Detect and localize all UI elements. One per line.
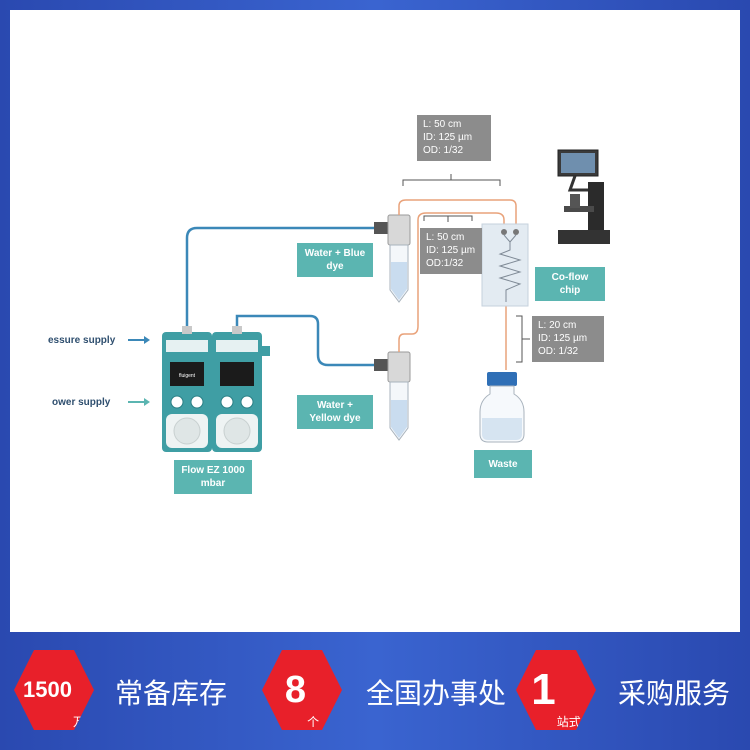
bracket-out — [516, 315, 530, 363]
yellow-dye-reservoir — [374, 351, 411, 441]
power-supply-arrow — [128, 398, 150, 406]
flow-ez-label: Flow EZ 1000 mbar — [174, 460, 252, 494]
stock-unit: 万 — [72, 715, 85, 729]
pressure-supply-label: essure supply — [48, 335, 116, 346]
orange-tube-blue-to-chip — [398, 199, 517, 232]
stock-text: 常备库存 — [115, 677, 228, 710]
microfluidic-setup-diagram: fluigent — [128, 149, 610, 452]
co-flow-chip-label: Co-flow chip — [535, 267, 605, 301]
flow-ez-device-right — [212, 326, 270, 452]
orange-tube-yellow-to-chip — [398, 212, 505, 352]
microscope-icon — [557, 149, 610, 244]
service-text: 采购服务 — [618, 677, 731, 710]
bracket-top — [402, 174, 501, 186]
diagram-canvas: fluigent — [10, 10, 740, 632]
blue-tube-to-blue-dye — [185, 226, 382, 326]
office-number: 8 — [284, 668, 307, 711]
service-hexagon: 1 站式 — [516, 650, 596, 730]
waste-bottle — [479, 372, 525, 443]
service-unit: 站式 — [556, 715, 581, 729]
pressure-supply-arrow — [128, 336, 150, 344]
bracket-mid — [423, 215, 473, 222]
tube-spec-mid: L: 50 cm ID: 125 µm OD:1/32 — [420, 228, 482, 274]
service-number: 1 — [531, 665, 556, 714]
stock-number: 1500 — [23, 677, 72, 702]
office-hexagon: 8 个 — [262, 650, 342, 730]
waste-label: Waste — [474, 450, 532, 478]
stock-hexagon: 1500 万 — [14, 650, 94, 730]
blue-dye-reservoir — [374, 214, 411, 303]
co-flow-chip — [481, 223, 529, 307]
office-unit: 个 — [307, 715, 320, 729]
water-yellow-dye-label: Water + Yellow dye — [297, 395, 373, 429]
water-blue-dye-label: Water + Blue dye — [297, 243, 373, 277]
device-brand-label: fluigent — [179, 373, 196, 379]
blue-tube-to-yellow-dye — [235, 314, 382, 367]
office-text: 全国办事处 — [366, 677, 507, 710]
promo-banner: 1500 万 常备库存 8 个 全国办事处 1 站式 采购服务 — [0, 632, 750, 750]
power-supply-label: ower supply — [52, 397, 111, 408]
tube-spec-top: L: 50 cm ID: 125 µm OD: 1/32 — [417, 115, 491, 161]
flow-ez-device-left: fluigent — [162, 326, 212, 452]
tube-spec-out: L: 20 cm ID: 125 µm OD: 1/32 — [532, 316, 604, 362]
